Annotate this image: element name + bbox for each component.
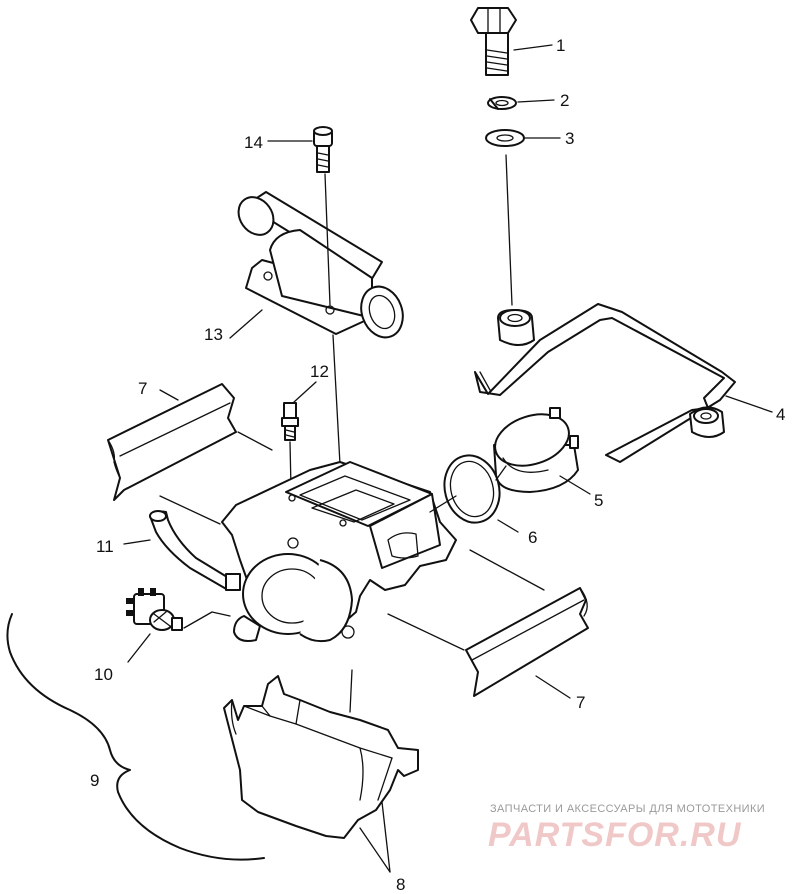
- part-bolt: [470, 7, 517, 76]
- part-bracket: [474, 303, 736, 463]
- watermark-brand: PARTSFOR.RU: [488, 816, 742, 854]
- leader-lines: [159, 431, 545, 713]
- part-heat-shield-right: [465, 587, 589, 697]
- callout-1: 1: [556, 36, 565, 55]
- callout-13: 13: [204, 325, 223, 344]
- part-hose: [149, 510, 241, 591]
- watermark-tagline: ЗАПЧАСТИ И АКСЕССУАРЫ ДЛЯ МОТОТЕХНИКИ: [490, 803, 765, 815]
- part-screw-14: [313, 126, 333, 173]
- callout-8: 8: [396, 875, 405, 894]
- part-o-ring: [443, 454, 501, 524]
- centerline-screw: [324, 173, 331, 306]
- group-brace-9: [6, 613, 265, 861]
- callout-14: 14: [244, 133, 263, 152]
- callout-5: 5: [594, 491, 603, 510]
- callout-2: 2: [560, 91, 569, 110]
- callout-12: 12: [310, 362, 329, 381]
- callout-10: 10: [94, 665, 113, 684]
- part-lock-washer: [487, 96, 517, 110]
- part-flat-washer: [485, 129, 525, 147]
- callout-7-left: 7: [138, 379, 147, 398]
- part-heat-shield-left: [107, 383, 237, 501]
- part-temperature-sensor: [126, 588, 231, 631]
- callout-6: 6: [528, 528, 537, 547]
- watermark: ЗАПЧАСТИ И АКСЕССУАРЫ ДЛЯ МОТОТЕХНИКИ PA…: [488, 803, 765, 854]
- part-fitting-12: [281, 402, 299, 441]
- part-water-outlet: [237, 191, 404, 339]
- callout-7-right: 7: [576, 693, 585, 712]
- part-impeller-cylinder: [493, 407, 579, 493]
- callout-9: 9: [90, 771, 99, 790]
- part-main-housing: [221, 461, 457, 643]
- centerline-bolt: [505, 154, 513, 306]
- part-lower-cover: [223, 675, 419, 839]
- callout-3: 3: [565, 129, 574, 148]
- callout-4: 4: [776, 405, 785, 424]
- callout-leaders: [123, 44, 773, 873]
- callout-11: 11: [96, 537, 114, 556]
